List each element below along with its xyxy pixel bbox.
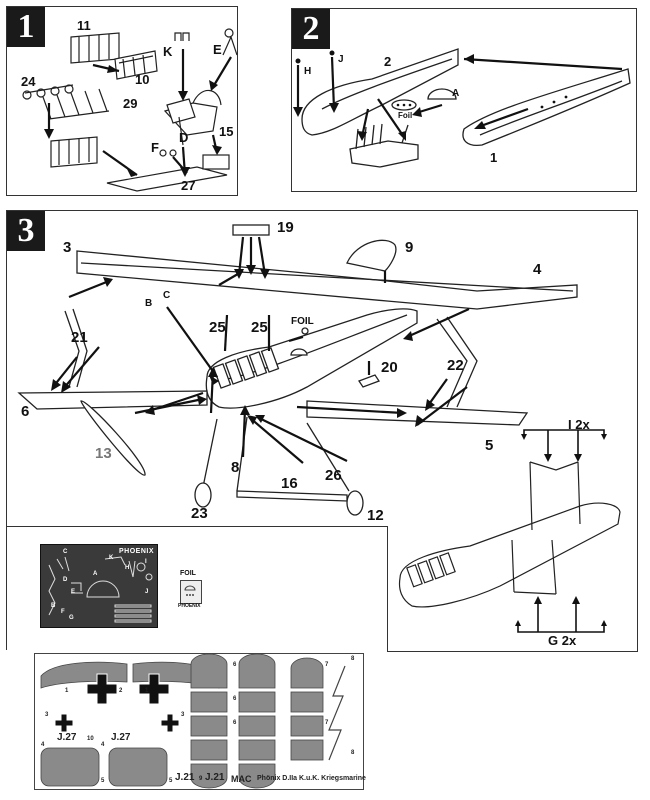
label-26: 26 [325,467,342,484]
fret-title: PHOENIX [119,548,155,555]
decal-num-3a: 3 [45,712,49,718]
label-G-2x: G 2x [548,633,577,648]
step-1-number: 1 [7,7,45,47]
decal-caption: Phönix D.IIa K.u.K. Kriegsmarine [257,775,366,782]
fret-label-F: F [61,609,65,615]
label-C: C [163,290,171,301]
label-10: 10 [135,72,150,87]
step-3-drawing [17,224,578,516]
label-22: 22 [447,357,464,374]
label-24: 24 [21,74,36,89]
label-B: B [145,298,153,309]
label-25-right: 25 [251,319,268,336]
decal-num-4a: 4 [41,742,45,748]
decal-maker: MAC [231,774,252,784]
label-A: A [452,88,460,99]
label-K: K [163,44,173,59]
fret-label-A: A [93,571,98,577]
label-29: 29 [123,96,138,111]
fret-label-G: G [69,615,74,621]
decal-num-2: 2 [119,688,123,694]
step-3-number: 3 [7,211,45,251]
step-1-panel: 1 [6,6,238,196]
step-2-number: 2 [292,9,330,49]
label-5: 5 [485,437,494,454]
label-21: 21 [71,329,88,346]
step-3-bottom-edge-left [6,526,388,527]
label-23: 23 [191,505,208,522]
decal-num-6b: 6 [233,696,237,702]
decal-num-5a: 5 [101,778,105,784]
fret-label-C: C [63,549,68,555]
label-11: 11 [77,18,91,33]
decal-num-1b: 1 [145,688,149,694]
label-15: 15 [219,124,234,139]
label-foil: Foil [398,111,413,120]
fret-label-K: K [109,555,114,561]
foil-sheet-bottom: PHOENIX [178,603,201,609]
decal-num-6a: 6 [233,662,237,668]
fret-parts [48,556,153,623]
decal-num-9: 9 [199,776,203,782]
label-F: F [151,140,159,155]
foil-sheet-title: FOIL [180,570,196,577]
step-3-right-edge [637,210,638,652]
label-12: 12 [367,507,384,524]
decal-reg-j21-right: J.21 [205,772,225,783]
step-3-bottom-edge-right [387,651,638,652]
decal-num-5b: 5 [169,778,173,784]
foil-sheet-shapes [184,585,196,596]
fret-label-B: B [51,603,56,609]
label-1: 1 [490,150,498,165]
label-D: D [179,130,189,145]
label-foil-step3: FOIL [291,316,314,327]
label-I-2x: I 2x [568,417,590,432]
foil-sheet: FOIL PHOENIX [176,570,204,610]
decal-reg-j21-left: J.21 [175,772,195,783]
label-H: H [304,66,312,77]
step-3-edge-step [387,526,388,652]
label-9: 9 [405,239,414,256]
decal-num-10: 10 [87,736,94,742]
decal-num-7b: 7 [325,720,329,726]
fret-label-H: H [125,565,130,571]
step-2-drawing [293,48,631,168]
label-8: 8 [231,459,240,476]
decal-num-8b: 8 [351,750,355,756]
decal-num-7a: 7 [325,662,329,668]
fret-label-E: E [71,589,76,595]
foil-sheet-panel [180,580,202,604]
label-E: E [213,42,222,57]
label-6: 6 [21,403,30,420]
step-2-panel: 2 [291,8,637,192]
label-J: J [338,54,344,65]
label-13: 13 [95,445,112,462]
decal-sheet: 1 1 2 3 3 4 4 5 5 6 6 6 7 7 8 8 J.27 10 … [34,653,366,790]
fret-label-I: I [145,559,147,565]
label-16: 16 [281,475,298,492]
decal-reg-j27-left: J.27 [57,732,77,743]
decal-reg-j27-right: J.27 [111,732,131,743]
decal-sheet-artwork [40,653,346,789]
decal-num-8a: 8 [351,656,355,662]
step-1-drawing [22,28,238,192]
photo-etch-fret: PHOENIX C K D E A H I B F G J [40,544,158,628]
label-25-left: 25 [209,319,226,336]
label-27: 27 [181,178,196,193]
fret-label-D: D [63,577,68,583]
label-19: 19 [277,219,294,236]
decal-num-3b: 3 [181,712,185,718]
label-4: 4 [533,261,542,278]
label-2: 2 [384,54,392,69]
fret-label-J: J [145,589,149,595]
decal-num-1a: 1 [65,688,69,694]
decal-num-4b: 4 [101,742,105,748]
label-3: 3 [63,239,72,256]
decal-num-6c: 6 [233,720,237,726]
label-20: 20 [381,359,398,376]
